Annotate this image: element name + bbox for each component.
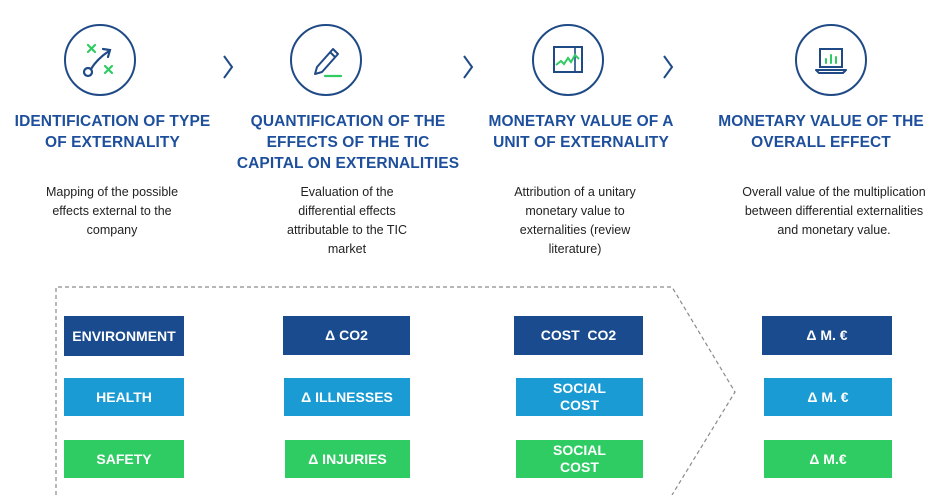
pen-signature-icon <box>314 48 343 78</box>
overall-box-environment: Δ M. € <box>762 316 892 355</box>
category-box-safety: SAFETY <box>64 440 184 478</box>
chart-monitor-icon <box>553 46 583 73</box>
step-4-title: MONETARY VALUE OF THE OVERALL EFFECT <box>718 113 924 151</box>
chevron-right-icon <box>663 55 674 79</box>
step-1-icon-circle <box>64 24 136 96</box>
unit-value-box-social-cost-health: SOCIAL COST <box>516 378 643 416</box>
step-4-description: Overall value of the multiplication betw… <box>742 185 926 237</box>
effect-box-illnesses: Δ ILLNESSES <box>284 378 410 416</box>
laptop-chart-icon <box>815 48 847 74</box>
step-4-icon-circle <box>795 24 867 96</box>
unit-value-box-cost-co2: COST CO2 <box>514 316 643 355</box>
step-3-icon-circle <box>532 24 604 96</box>
step-2-description: Evaluation of the differential effects a… <box>287 185 407 256</box>
step-2-title: QUANTIFICATION OF THE EFFECTS OF THE TIC… <box>236 113 460 172</box>
chevron-right-icon <box>463 55 474 79</box>
step-3-description: Attribution of a unitary monetary value … <box>514 185 636 256</box>
effect-box-injuries: Δ INJURIES <box>285 440 410 478</box>
category-box-environment: ENVIRONMENT <box>64 316 184 356</box>
step-3-title: MONETARY VALUE OF A UNIT OF EXTERNALITY <box>488 113 674 151</box>
overall-box-safety: Δ M.€ <box>764 440 892 478</box>
category-box-health: HEALTH <box>64 378 184 416</box>
step-1-title: IDENTIFICATION OF TYPE OF EXTERNALITY <box>14 113 211 151</box>
unit-value-box-social-cost-safety: SOCIAL COST <box>516 440 643 478</box>
chevron-right-icon <box>223 55 234 79</box>
effect-box-co2: Δ CO2 <box>283 316 410 355</box>
strategy-icon <box>82 43 114 78</box>
overall-box-health: Δ M. € <box>764 378 892 416</box>
step-2-icon-circle <box>290 24 362 96</box>
step-1-description: Mapping of the possible effects external… <box>45 185 179 237</box>
